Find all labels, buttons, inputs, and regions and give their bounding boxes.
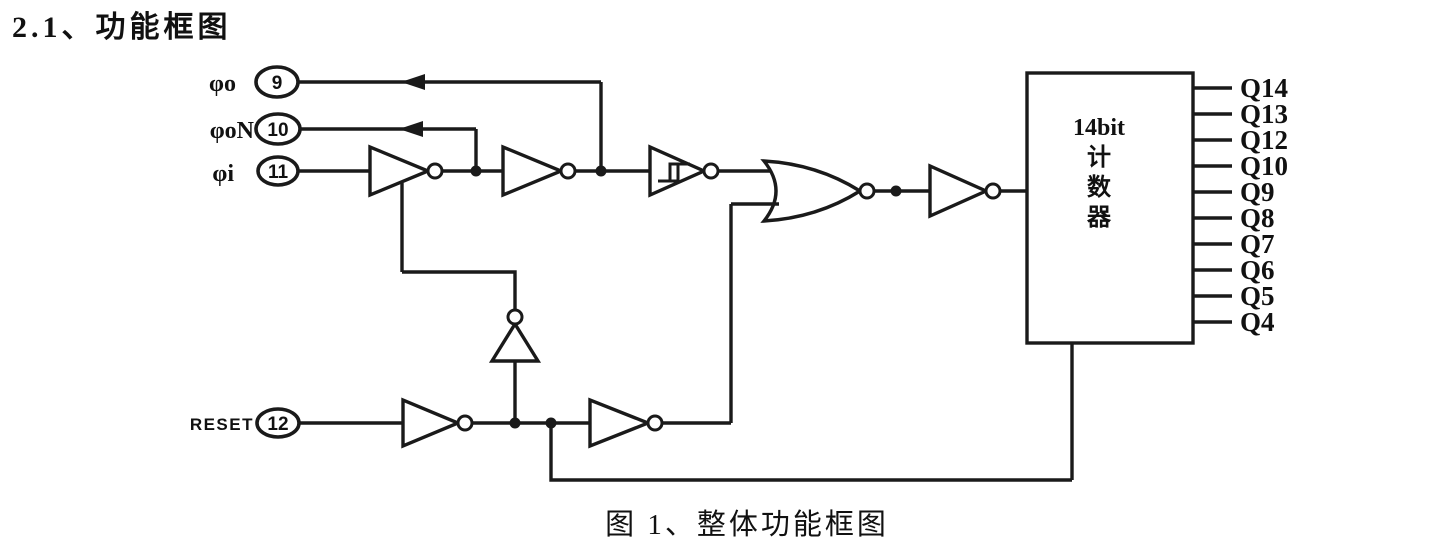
counter-title: 14bit <box>1073 115 1125 141</box>
junction-dot <box>470 165 482 177</box>
phi-o-feedback-wire <box>298 74 603 171</box>
pin-label: φo <box>209 71 236 97</box>
pin-label: φi <box>212 161 234 187</box>
nor-lower-input-wire <box>729 202 779 423</box>
junction-dot <box>890 185 902 197</box>
output-pin-label: Q6 <box>1240 255 1275 285</box>
inversion-bubble <box>559 162 577 180</box>
inversion-bubble <box>646 414 664 432</box>
figure-caption: 图 1、整体功能框图 <box>605 509 889 541</box>
feedback-wire <box>400 183 517 310</box>
counter-name-char: 计 <box>1087 144 1111 171</box>
pin-circle <box>254 112 302 146</box>
inverter-gate-reset-2 <box>588 397 664 449</box>
output-pin-label: Q9 <box>1240 177 1275 207</box>
pin-phi-o: φo 9 <box>209 65 300 99</box>
junction-dot <box>595 165 607 177</box>
pin-circle <box>256 155 300 187</box>
pin-phi-oN: φoN 10 <box>210 112 302 146</box>
inverter-gate-reset-1 <box>401 397 474 449</box>
output-pin-label: Q13 <box>1240 99 1288 129</box>
counter-outputs: Q14 Q13 Q12 Q10 Q9 Q8 Q7 Q6 Q5 Q4 <box>1193 73 1288 337</box>
nor-gate <box>760 159 876 223</box>
output-pin-label: Q10 <box>1240 151 1288 181</box>
output-pin-label: Q4 <box>1240 307 1275 337</box>
inversion-bubble <box>456 414 474 432</box>
pin-number: 9 <box>272 73 283 94</box>
pin-circle <box>255 407 301 439</box>
left-arrowhead-icon <box>399 121 423 137</box>
output-pin-label: Q5 <box>1240 281 1275 311</box>
inversion-bubble <box>426 162 444 180</box>
pin-number: 10 <box>267 120 288 141</box>
inversion-bubble <box>858 182 876 200</box>
output-pin-label: Q7 <box>1240 229 1275 259</box>
counter-name-char: 数 <box>1087 174 1112 201</box>
inversion-bubble <box>984 182 1002 200</box>
pin-number: 11 <box>268 162 289 183</box>
pin-circle <box>254 65 300 99</box>
output-pin-label: Q14 <box>1240 73 1288 103</box>
output-pin-label: Q8 <box>1240 203 1275 233</box>
output-pin-stub <box>1193 86 1232 324</box>
inversion-bubble <box>702 162 720 180</box>
left-arrowhead-icon <box>401 74 425 90</box>
inversion-bubble <box>506 308 524 326</box>
pin-label: RESET <box>190 415 254 434</box>
pin-number: 12 <box>267 414 288 435</box>
schmitt-trigger-inverter <box>648 144 720 198</box>
inverter-gate-2 <box>501 144 577 198</box>
pin-label: φoN <box>210 118 255 144</box>
inverter-gate-1 <box>368 144 444 198</box>
output-pin-label: Q12 <box>1240 125 1288 155</box>
inverter-gate-feedback-up <box>488 308 542 363</box>
hysteresis-icon <box>658 162 690 183</box>
section-title: 2.1、功能框图 <box>12 11 232 44</box>
pin-phi-i: φi 11 <box>212 155 300 187</box>
inverter-gate-output <box>928 163 1002 219</box>
counter-name-char: 器 <box>1086 205 1112 231</box>
counter-block: 14bit 计 数 器 <box>1025 71 1195 345</box>
pin-reset: RESET 12 <box>190 407 301 439</box>
phi-oN-feedback-wire <box>300 121 478 171</box>
counter-reset-wire <box>549 343 1074 482</box>
